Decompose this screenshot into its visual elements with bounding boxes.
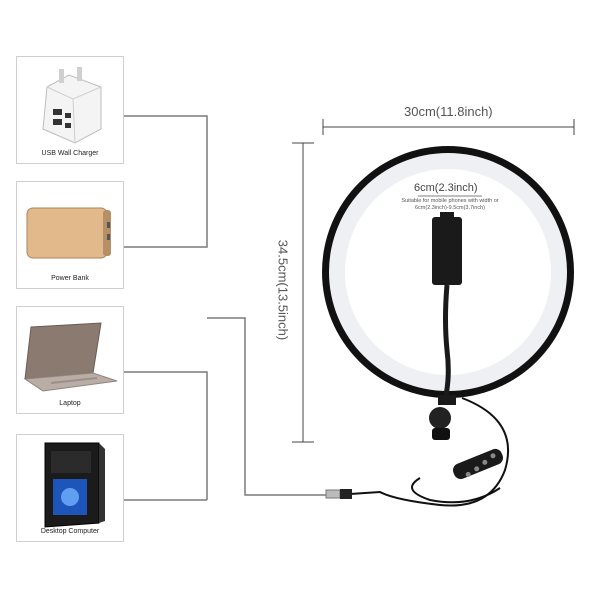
phone-holder: [432, 217, 462, 285]
usb-wall-charger-label: USB Wall Charger: [41, 150, 99, 157]
phone-note-line-1: Suitable for mobile phones with width or: [401, 198, 499, 204]
phone-width-label: 6cm(2.3inch): [414, 182, 478, 194]
phone-compatibility-note: Suitable for mobile phones with width or…: [384, 198, 516, 212]
gooseneck: [443, 284, 451, 396]
usb-cable: [349, 397, 510, 507]
power-bank-icon: [26, 207, 111, 259]
desktop-computer-label: Desktop Computer: [40, 528, 100, 535]
power-bank-label: Power Bank: [51, 275, 89, 282]
desktop-computer-icon: [44, 442, 105, 528]
ring-width-label: 30cm(11.8inch): [404, 104, 493, 119]
laptop-label: Laptop: [59, 400, 81, 407]
usb-wall-charger-icon: [42, 67, 102, 144]
power-bank-card: Power Bank: [16, 181, 124, 289]
remote-control: [453, 448, 503, 480]
desktop-computer-card: Desktop Computer: [16, 434, 124, 542]
phone-note-line-2: 6cm(2.3inch)-9.5cm(3.7inch): [415, 205, 485, 211]
ring-height-label: 34.5cm(13.5inch): [275, 239, 291, 341]
ball-head: [429, 407, 451, 429]
usb-plug: [325, 489, 341, 499]
height-dimension-line: [292, 142, 314, 443]
usb-wall-charger-card: USB Wall Charger: [16, 56, 124, 164]
width-dimension-line: [322, 119, 575, 135]
laptop-icon: [23, 322, 118, 392]
laptop-card: Laptop: [16, 306, 124, 414]
